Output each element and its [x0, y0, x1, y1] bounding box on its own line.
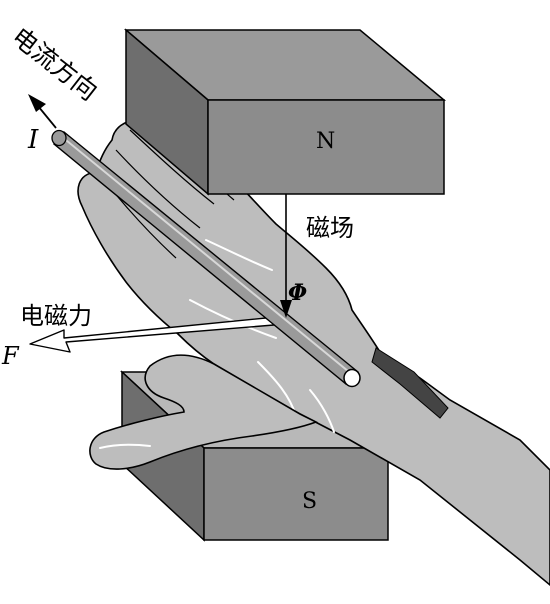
- conductor-rod: [51, 129, 361, 388]
- current-symbol-label: I: [27, 125, 39, 155]
- force-symbol-label: F: [1, 342, 20, 370]
- magnetic-field-label: 磁场: [306, 214, 354, 242]
- rod-start-cap: [51, 129, 67, 147]
- force-arrow: [29, 315, 287, 353]
- hand-thumb: [89, 354, 318, 470]
- electromagnetic-force-label: 电磁力: [20, 302, 92, 330]
- thumb-nail-line: [99, 443, 151, 449]
- south-pole-label: S: [302, 489, 317, 514]
- rod-highlight: [60, 135, 355, 377]
- flux-symbol-label: Φ: [288, 280, 307, 306]
- current-arrow-shaft: [37, 105, 57, 129]
- current-direction-label: 电流方向: [6, 22, 103, 106]
- south-magnet-front-face: [203, 447, 389, 541]
- wrist-shadow: [371, 347, 449, 419]
- rod-end-cap: [343, 368, 361, 388]
- north-magnet-front-face: [207, 99, 445, 195]
- force-arrow-shape: [29, 315, 287, 353]
- hand-finger-lines: [103, 123, 235, 259]
- north-magnet: [123, 28, 447, 196]
- current-arrow-head: [28, 94, 46, 112]
- north-pole-label: N: [316, 129, 335, 154]
- field-arrow-head: [280, 300, 292, 318]
- magnetic-field-arrow: [280, 194, 292, 318]
- current-arrow: [28, 94, 57, 129]
